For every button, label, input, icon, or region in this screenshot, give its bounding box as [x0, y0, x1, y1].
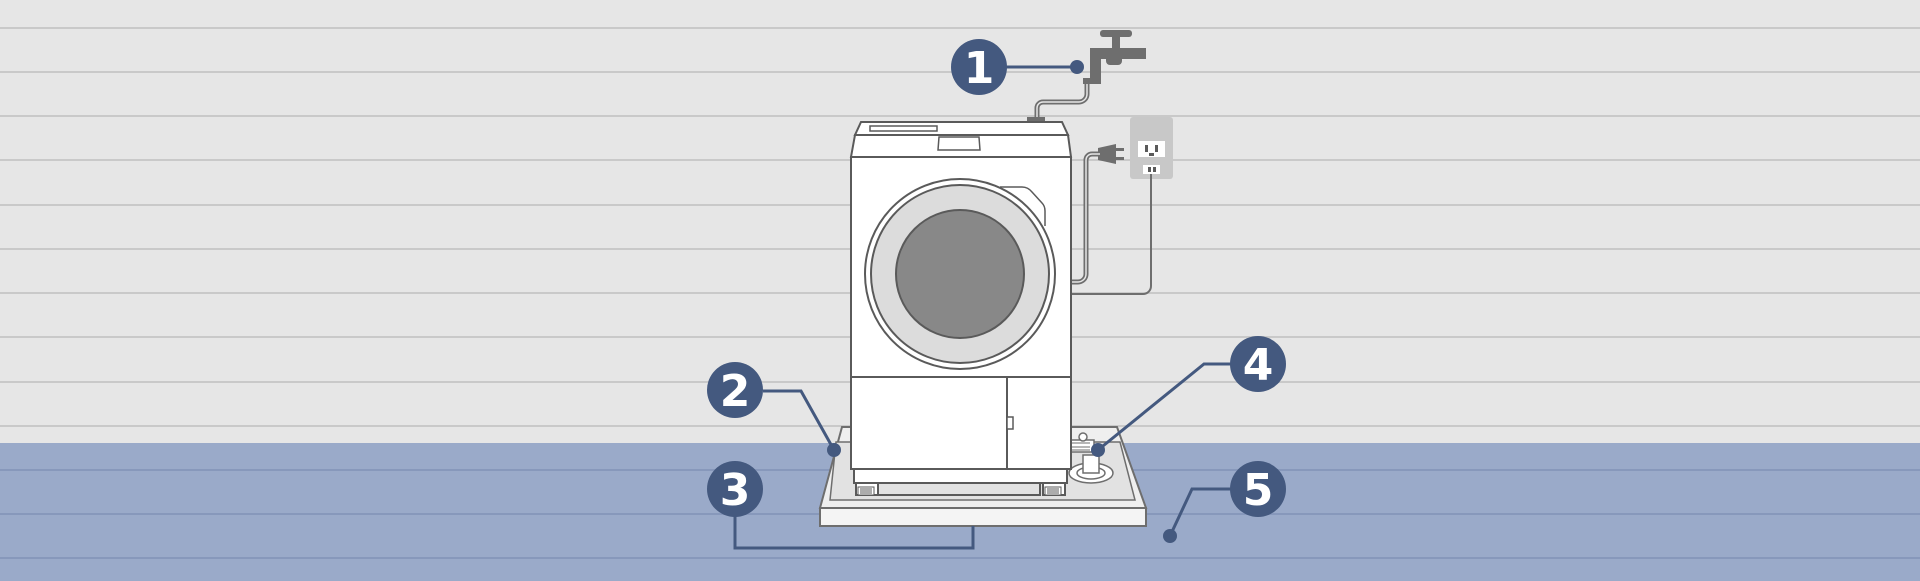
callout-number: 4 — [1243, 340, 1274, 391]
drain-outlet — [1068, 432, 1114, 484]
washer-feet-detail — [860, 488, 1059, 494]
callout-number: 3 — [720, 465, 751, 516]
power-outlet-icon — [1130, 117, 1173, 179]
callout-badge-4: 4 — [1230, 336, 1286, 392]
water-faucet-icon — [1083, 30, 1146, 84]
ground-wire — [1069, 174, 1152, 295]
callout-badge-5: 5 — [1230, 461, 1286, 517]
callout-badge-2: 2 — [707, 362, 763, 418]
callout-number: 5 — [1243, 465, 1274, 516]
callout-badge-3: 3 — [707, 461, 763, 517]
washing-machine — [849, 121, 1073, 496]
callout-dots — [827, 60, 1177, 543]
callout-badge-1: 1 — [951, 39, 1007, 95]
power-plug-icon — [1098, 144, 1124, 164]
callout-number: 1 — [964, 43, 995, 94]
callout-number: 2 — [720, 366, 751, 417]
callout-lines — [733, 65, 1240, 550]
